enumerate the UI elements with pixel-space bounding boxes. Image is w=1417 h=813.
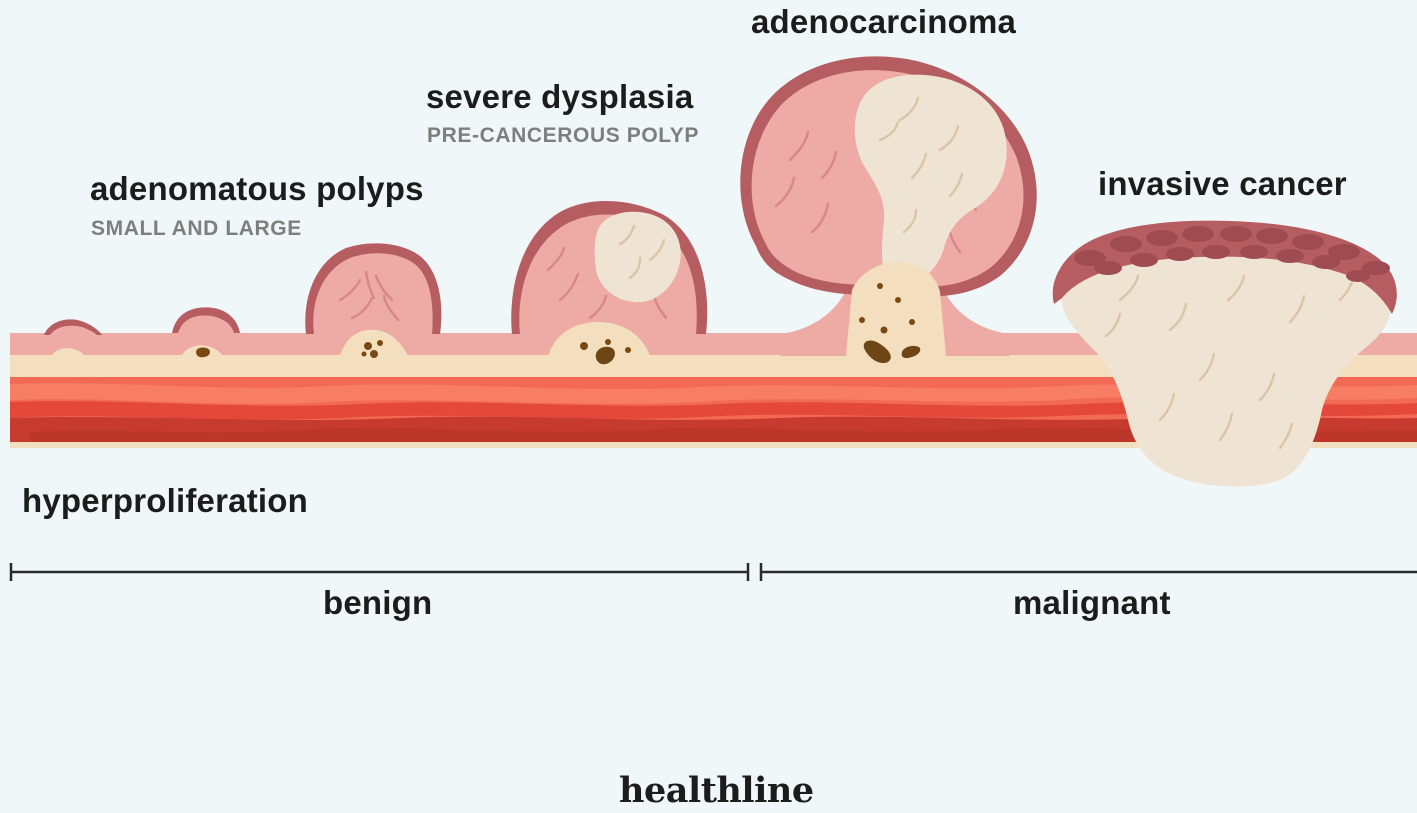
label-adenocarcinoma: adenocarcinoma xyxy=(751,3,1016,41)
label-invasive-cancer: invasive cancer xyxy=(1098,165,1347,203)
sublabel-pre-cancerous-polyp: PRE-CANCEROUS POLYP xyxy=(427,124,699,148)
adenocarcinoma-shape xyxy=(740,56,1036,376)
progression-scale xyxy=(11,563,1417,581)
label-adenomatous-polyps: adenomatous polyps xyxy=(90,170,424,208)
label-severe-dysplasia: severe dysplasia xyxy=(426,78,693,116)
scale-label-benign: benign xyxy=(323,584,432,622)
label-hyperproliferation: hyperproliferation xyxy=(22,482,308,520)
healthline-logo: healthline xyxy=(619,770,814,811)
scale-label-malignant: malignant xyxy=(1013,584,1171,622)
sublabel-small-and-large: SMALL AND LARGE xyxy=(91,217,302,241)
